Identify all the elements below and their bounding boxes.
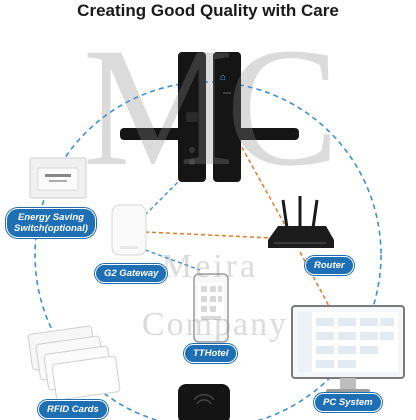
energy-switch-icon	[29, 157, 87, 199]
pc-system-label: PC System	[314, 393, 382, 412]
tthotel-label: TTHotel	[184, 344, 238, 363]
phone-icon	[193, 273, 229, 343]
router-icon	[268, 196, 334, 248]
rfid-cards-label: RFID Cards	[38, 400, 108, 419]
watermark-logo: MC	[82, 13, 340, 201]
rfid-cards-icon	[27, 325, 121, 401]
wireless-ring	[34, 81, 382, 420]
pc-monitor-icon	[291, 305, 405, 393]
svg-text:⌂: ⌂	[220, 72, 226, 83]
energy-label-line2: Switch(optional)	[14, 223, 88, 234]
page-heading: Creating Good Quality with Care	[77, 1, 339, 20]
smart-lock-icon: ⌂	[120, 52, 299, 182]
card-encoder-icon	[178, 384, 230, 420]
watermark-line2: Company	[141, 306, 289, 343]
router-label: Router	[305, 256, 354, 275]
watermark-line1: Meira	[161, 248, 259, 285]
g2-gateway-label: G2 Gateway	[95, 264, 168, 283]
energy-label-line1: Energy Saving	[17, 212, 84, 223]
energy-saving-switch-label: Energy Saving Switch(optional)	[6, 208, 96, 238]
gateway-icon	[111, 204, 147, 256]
